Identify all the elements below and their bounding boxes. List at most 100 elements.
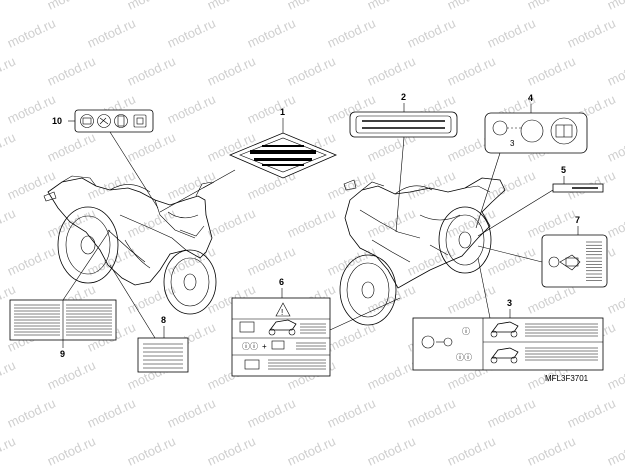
watermark-text: motod.ru bbox=[285, 433, 338, 468]
watermark-text: motod.ru bbox=[565, 395, 618, 430]
watermark-text: motod.ru bbox=[485, 167, 538, 202]
watermark-text: motod.ru bbox=[405, 167, 458, 202]
watermark-text: motod.ru bbox=[125, 281, 178, 316]
watermark-text: motod.ru bbox=[0, 0, 18, 13]
diagram-code: MFL3F3701 bbox=[545, 374, 589, 383]
watermark-text: motod.ru bbox=[325, 167, 378, 202]
watermark-text: motod.ru bbox=[605, 0, 625, 13]
watermark-text: motod.ru bbox=[5, 243, 58, 278]
svg-text:ⓘⓘ: ⓘⓘ bbox=[456, 353, 472, 362]
watermark-text: motod.ru bbox=[205, 53, 258, 88]
watermark-text: motod.ru bbox=[5, 395, 58, 430]
watermark-text: motod.ru bbox=[325, 15, 378, 50]
callout-6: 6 bbox=[279, 277, 284, 287]
watermark-text: motod.ru bbox=[205, 205, 258, 240]
callout-10: 10 bbox=[52, 116, 62, 126]
watermark-text: motod.ru bbox=[45, 129, 98, 164]
watermark-text: motod.ru bbox=[0, 205, 18, 240]
callout-2: 2 bbox=[401, 92, 406, 102]
watermark-text: motod.ru bbox=[125, 0, 178, 13]
callout-8: 8 bbox=[161, 315, 166, 325]
svg-text:3: 3 bbox=[510, 139, 515, 148]
watermark-text: motod.ru bbox=[45, 433, 98, 468]
watermark-text: motod.ru bbox=[365, 433, 418, 468]
watermark-text: motod.ru bbox=[605, 129, 625, 164]
watermark-text: motod.ru bbox=[525, 53, 578, 88]
watermark-text: motod.ru bbox=[445, 0, 498, 13]
watermark-text: motod.ru bbox=[245, 243, 298, 278]
watermark-text: motod.ru bbox=[245, 395, 298, 430]
callout-5: 5 bbox=[561, 165, 566, 175]
watermark-text: motod.ru bbox=[5, 15, 58, 50]
watermark-text: motod.ru bbox=[5, 167, 58, 202]
callout-9: 9 bbox=[60, 349, 65, 359]
motorcycle-right-view bbox=[339, 177, 506, 326]
watermark-text: motod.ru bbox=[0, 357, 18, 392]
label-5-strip bbox=[552, 183, 604, 193]
watermark-text: motod.ru bbox=[605, 205, 625, 240]
label-4-tire-pressure: 3 bbox=[484, 112, 588, 154]
watermark-text: motod.ru bbox=[285, 0, 338, 13]
watermark-text: motod.ru bbox=[445, 281, 498, 316]
callout-7: 7 bbox=[575, 215, 580, 225]
watermark-text: motod.ru bbox=[45, 53, 98, 88]
watermark-text: motod.ru bbox=[365, 0, 418, 13]
label-7-chain-info bbox=[541, 234, 608, 288]
watermark-text: motod.ru bbox=[45, 357, 98, 392]
watermark-text: motod.ru bbox=[165, 167, 218, 202]
watermark-text: motod.ru bbox=[405, 15, 458, 50]
label-10-icon-strip bbox=[74, 109, 154, 133]
svg-text:ⓘⓘ: ⓘⓘ bbox=[242, 342, 258, 351]
watermark-text: motod.ru bbox=[85, 395, 138, 430]
watermark-text: motod.ru bbox=[205, 0, 258, 13]
watermark-text: motod.ru bbox=[165, 15, 218, 50]
watermark-text: motod.ru bbox=[605, 357, 625, 392]
watermark-text: motod.ru bbox=[605, 53, 625, 88]
watermark-text: motod.ru bbox=[605, 281, 625, 316]
watermark-text: motod.ru bbox=[125, 205, 178, 240]
watermark-text: motod.ru bbox=[5, 91, 58, 126]
watermark-text: motod.ru bbox=[0, 129, 18, 164]
label-2-plate bbox=[349, 111, 458, 138]
watermark-text: motod.ru bbox=[285, 205, 338, 240]
watermark-text: motod.ru bbox=[125, 433, 178, 468]
watermark-text: motod.ru bbox=[365, 281, 418, 316]
label-9-striped-plate bbox=[9, 299, 117, 341]
watermark-text: motod.ru bbox=[605, 433, 625, 468]
watermark-text: motod.ru bbox=[285, 53, 338, 88]
svg-text:!: ! bbox=[281, 308, 283, 317]
svg-text:ⓘ: ⓘ bbox=[462, 327, 470, 336]
watermark-text: motod.ru bbox=[85, 167, 138, 202]
watermark-text: motod.ru bbox=[45, 0, 98, 13]
label-6-warning-label: ! ⓘⓘ + bbox=[231, 297, 331, 377]
watermark-text: motod.ru bbox=[85, 15, 138, 50]
watermark-text: motod.ru bbox=[245, 15, 298, 50]
watermark-text: motod.ru bbox=[485, 243, 538, 278]
label-3-load-info: ⓘ ⓘⓘ bbox=[412, 317, 604, 371]
callout-4: 4 bbox=[528, 93, 533, 103]
watermark-text: motod.ru bbox=[485, 15, 538, 50]
watermark-text: motod.ru bbox=[205, 433, 258, 468]
watermark-text: motod.ru bbox=[165, 395, 218, 430]
svg-text:+: + bbox=[262, 342, 267, 351]
watermark-text: motod.ru bbox=[405, 395, 458, 430]
watermark-text: motod.ru bbox=[445, 53, 498, 88]
callout-1: 1 bbox=[280, 107, 285, 117]
watermark-text: motod.ru bbox=[0, 53, 18, 88]
label-1-diamond-plate bbox=[228, 132, 338, 179]
label-8-small-plate bbox=[137, 337, 189, 373]
watermark-text: motod.ru bbox=[245, 91, 298, 126]
watermark-text: motod.ru bbox=[325, 395, 378, 430]
watermark-text: motod.ru bbox=[525, 433, 578, 468]
watermark-text: motod.ru bbox=[565, 15, 618, 50]
watermark-text: motod.ru bbox=[125, 53, 178, 88]
watermark-text: motod.ru bbox=[165, 91, 218, 126]
callout-3: 3 bbox=[507, 298, 512, 308]
watermark-text: motod.ru bbox=[125, 129, 178, 164]
watermark-text: motod.ru bbox=[365, 53, 418, 88]
leader-lines bbox=[62, 103, 579, 348]
watermark-text: motod.ru bbox=[0, 433, 18, 468]
watermark-text: motod.ru bbox=[445, 433, 498, 468]
